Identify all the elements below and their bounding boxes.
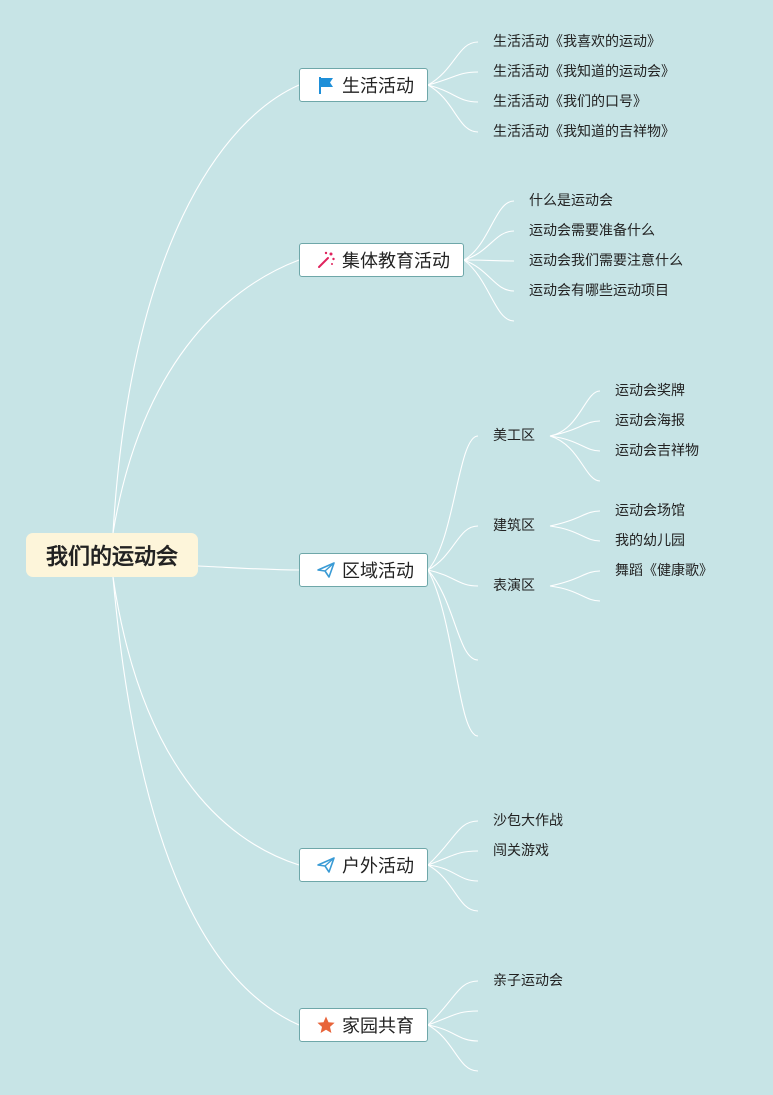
branch-label: 集体教育活动 bbox=[342, 251, 450, 272]
leaf-item[interactable]: 生活活动《我们的口号》 bbox=[493, 94, 647, 110]
leaf-item[interactable]: 生活活动《我知道的吉祥物》 bbox=[493, 124, 675, 140]
paper-plane-icon bbox=[316, 855, 336, 875]
paper-plane-icon bbox=[316, 560, 336, 580]
leaf-item[interactable]: 运动会奖牌 bbox=[615, 383, 685, 399]
branch-label: 生活活动 bbox=[342, 76, 414, 97]
branch-home-school[interactable]: 家园共育 bbox=[299, 1008, 428, 1042]
root-node[interactable]: 我们的运动会 bbox=[26, 533, 198, 577]
sparkle-wand-icon bbox=[316, 250, 336, 270]
leaf-item[interactable]: 运动会有哪些运动项目 bbox=[529, 283, 669, 299]
leaf-item[interactable]: 亲子运动会 bbox=[493, 973, 563, 989]
leaf-item[interactable]: 生活活动《我喜欢的运动》 bbox=[493, 34, 661, 50]
leaf-item[interactable]: 运动会我们需要注意什么 bbox=[529, 253, 683, 269]
leaf-item[interactable]: 闯关游戏 bbox=[493, 843, 549, 859]
leaf-item[interactable]: 我的幼儿园 bbox=[615, 533, 685, 549]
leaf-item[interactable]: 运动会需要准备什么 bbox=[529, 223, 655, 239]
zone-label-performance[interactable]: 表演区 bbox=[493, 578, 535, 594]
flag-icon bbox=[316, 75, 336, 95]
zone-label-art[interactable]: 美工区 bbox=[493, 428, 535, 444]
branch-label: 户外活动 bbox=[342, 856, 414, 877]
leaf-item[interactable]: 沙包大作战 bbox=[493, 813, 563, 829]
leaf-item[interactable]: 舞蹈《健康歌》 bbox=[615, 563, 713, 579]
root-label: 我们的运动会 bbox=[45, 545, 178, 570]
leaf-item[interactable]: 什么是运动会 bbox=[529, 193, 613, 209]
branch-area-activities[interactable]: 区域活动 bbox=[299, 553, 428, 587]
branch-label: 区域活动 bbox=[342, 561, 414, 582]
branch-life-activities[interactable]: 生活活动 bbox=[299, 68, 428, 102]
leaf-item[interactable]: 运动会吉祥物 bbox=[615, 443, 699, 459]
branch-outdoor-activities[interactable]: 户外活动 bbox=[299, 848, 428, 882]
leaf-item[interactable]: 运动会场馆 bbox=[615, 503, 685, 519]
leaf-item[interactable]: 运动会海报 bbox=[615, 413, 685, 429]
zone-label-building[interactable]: 建筑区 bbox=[493, 518, 535, 534]
branch-group-education[interactable]: 集体教育活动 bbox=[299, 243, 464, 277]
leaf-item[interactable]: 生活活动《我知道的运动会》 bbox=[493, 64, 675, 80]
star-icon bbox=[316, 1015, 336, 1035]
branch-label: 家园共育 bbox=[342, 1016, 414, 1037]
